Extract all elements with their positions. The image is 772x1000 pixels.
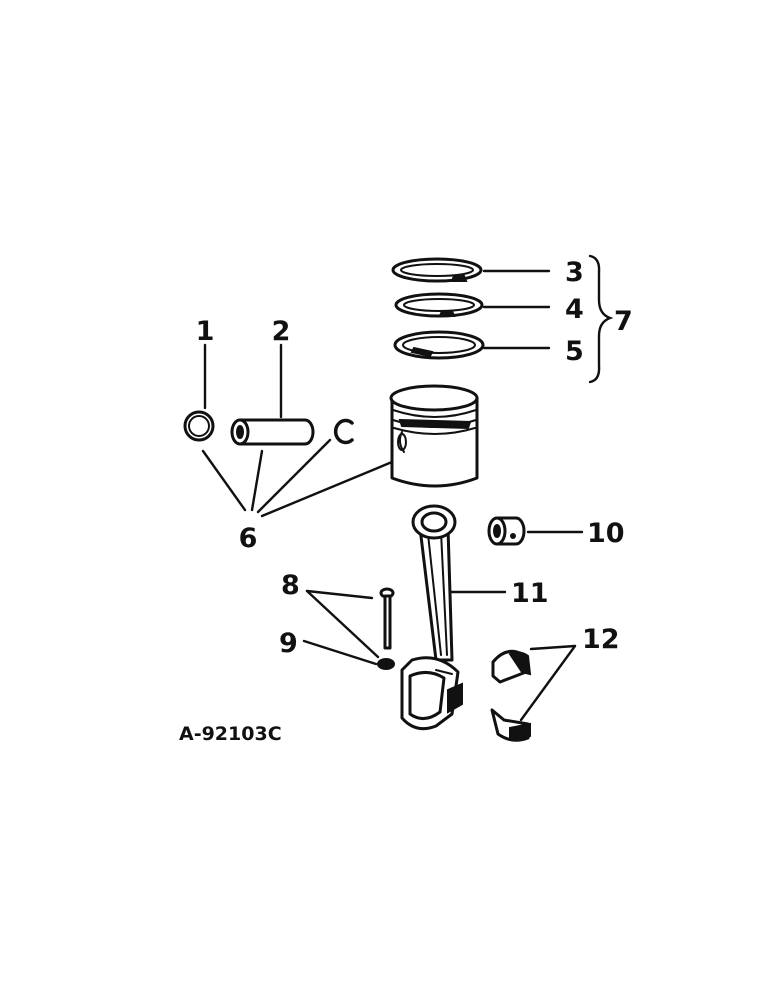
callout-4: 4 (565, 294, 584, 325)
rod-bolt (379, 587, 395, 650)
callout-8: 8 (281, 570, 300, 601)
callout-6: 6 (239, 523, 258, 554)
connecting-rod (400, 504, 463, 731)
piston-ring-oil (393, 330, 485, 360)
callout-2: 2 (272, 316, 291, 347)
bearing-upper-half (491, 649, 532, 684)
piston-ring-top (391, 257, 483, 283)
pin-retainer-ring (183, 410, 215, 442)
snap-ring (333, 418, 354, 445)
callout-7: 7 (614, 306, 633, 337)
callout-1: 1 (196, 316, 215, 347)
rod-nut (377, 658, 395, 670)
callout-10: 10 (587, 518, 625, 549)
callout-5: 5 (565, 336, 584, 367)
leader-lines (201, 254, 614, 722)
figure-id: A-92103C (179, 723, 282, 745)
piston-pin (230, 418, 315, 446)
bearing-lower-half (490, 708, 531, 742)
callout-9: 9 (279, 628, 298, 659)
piston (389, 384, 479, 488)
piston-ring-middle (394, 292, 484, 318)
callout-11: 11 (511, 578, 549, 609)
callout-12: 12 (582, 624, 620, 655)
callout-3: 3 (565, 257, 584, 288)
piston-pin-bushing (487, 516, 526, 546)
